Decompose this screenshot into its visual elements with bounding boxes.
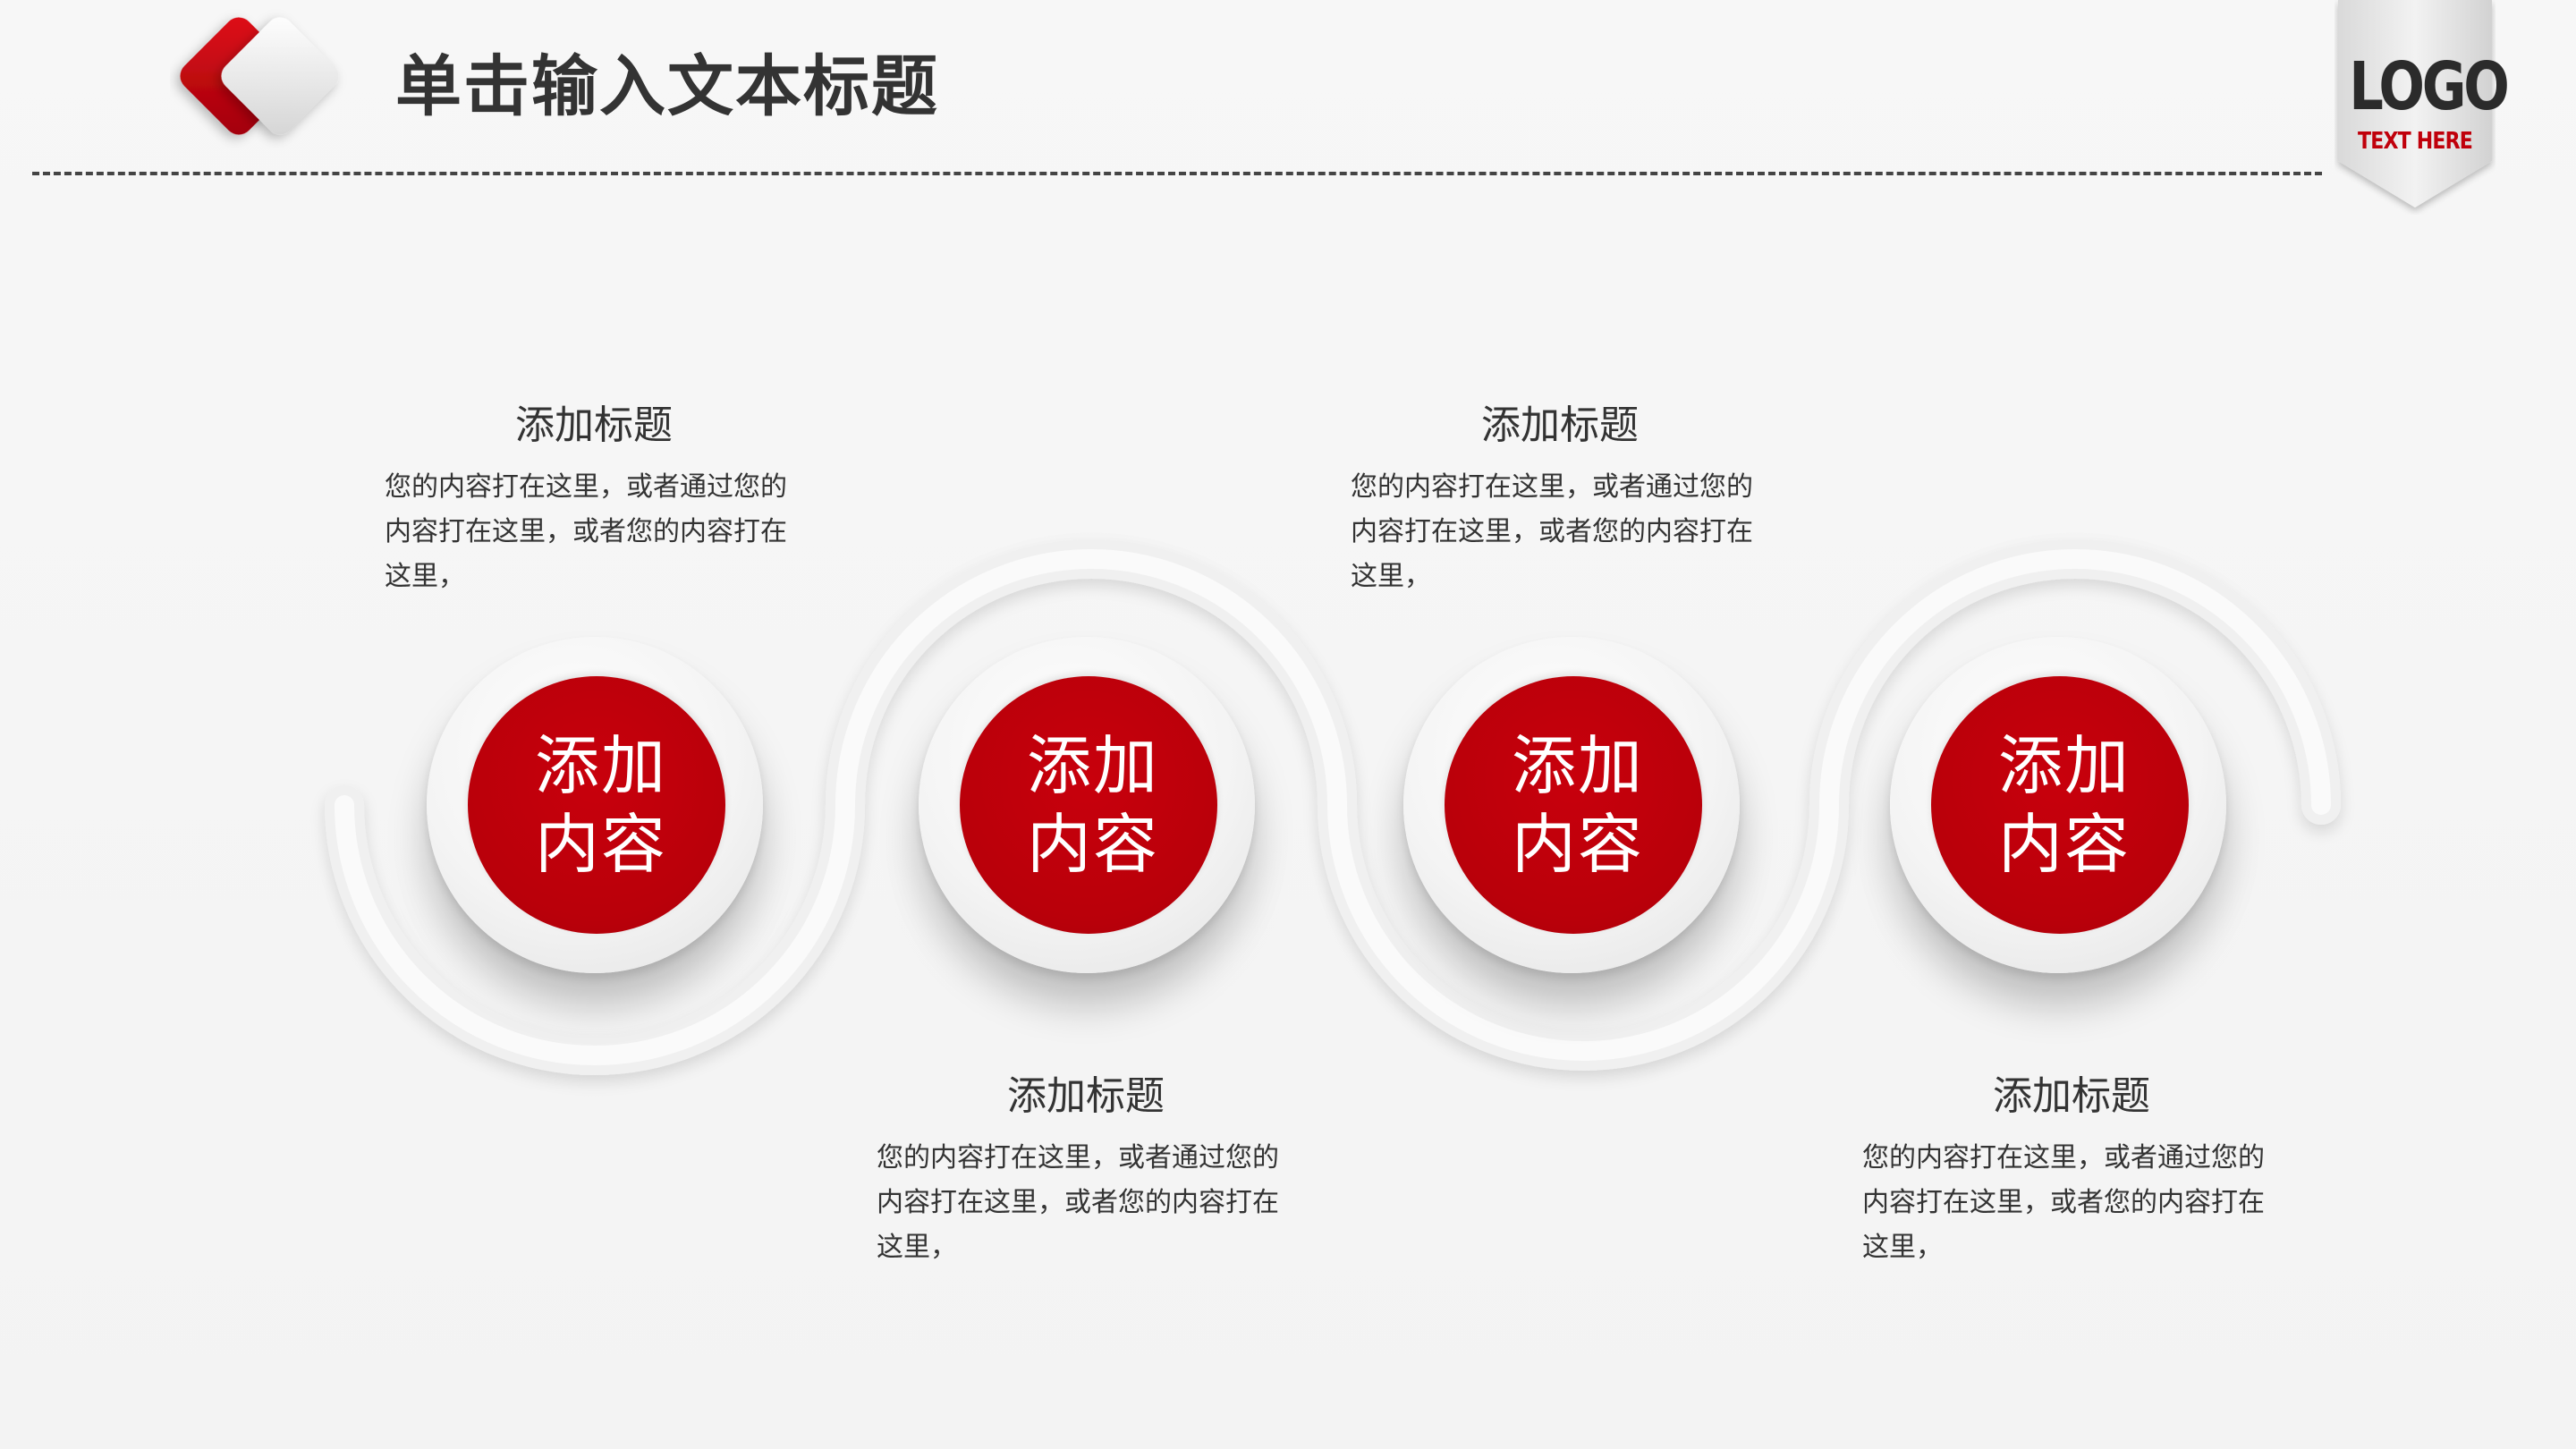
step-2-circle: 添加内容 — [960, 676, 1217, 934]
step-4-title: 添加标题 — [1993, 1073, 2150, 1119]
step-2-desc: 您的内容打在这里，或者通过您的内容打在这里，或者您的内容打在这里， — [877, 1142, 1279, 1263]
step-3-title: 添加标题 — [1481, 402, 1639, 448]
step-2-title: 添加标题 — [1007, 1073, 1165, 1119]
step-3-desc: 您的内容打在这里，或者通过您的内容打在这里，或者您的内容打在这里， — [1351, 471, 1753, 592]
diamond-logo-icon — [180, 17, 339, 135]
step-4-label: 添加内容 — [1997, 728, 2131, 882]
step-4-desc: 您的内容打在这里，或者通过您的内容打在这里，或者您的内容打在这里， — [1862, 1142, 2265, 1263]
step-1-label: 添加内容 — [534, 728, 667, 882]
step-1-circle: 添加内容 — [468, 676, 725, 934]
step-4-circle: 添加内容 — [1931, 676, 2189, 934]
page-title: 单击输入文本标题 — [395, 48, 939, 125]
logo-subtext: TEXT HERE — [2357, 128, 2473, 155]
step-3-circle: 添加内容 — [1445, 676, 1702, 934]
header-divider — [32, 172, 2322, 175]
step-1-title: 添加标题 — [515, 402, 673, 448]
step-3-label: 添加内容 — [1511, 728, 1644, 882]
step-1-desc: 您的内容打在这里，或者通过您的内容打在这里，或者您的内容打在这里， — [385, 471, 787, 592]
step-2-label: 添加内容 — [1026, 728, 1159, 882]
logo-badge: LOGO TEXT HERE — [2334, 0, 2510, 215]
